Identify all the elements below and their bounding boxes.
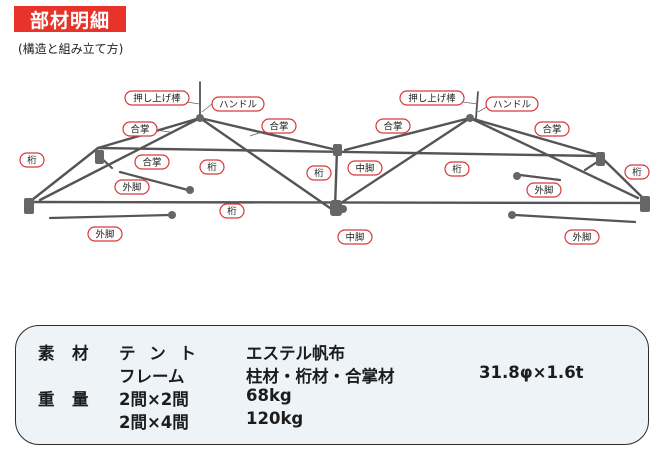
spec-tent-material: エステル帆布 bbox=[246, 344, 345, 363]
spec-panel: 素 材 テ ン ト エステル帆布 フレーム 柱材・桁材・合掌材 31.8φ×1.… bbox=[15, 325, 649, 445]
svg-text:桁: 桁 bbox=[27, 155, 37, 167]
svg-text:ハンドル: ハンドル bbox=[493, 100, 532, 111]
label-sotoashi-4: 外脚 bbox=[564, 229, 600, 245]
label-gassho-4: 合掌 bbox=[375, 118, 411, 134]
label-handle-left: ハンドル bbox=[211, 96, 265, 112]
label-gassho-1: 合掌 bbox=[122, 121, 158, 137]
label-nakabashira-1: 中脚 bbox=[347, 160, 383, 176]
svg-text:桁: 桁 bbox=[452, 164, 462, 176]
svg-text:押し上げ棒: 押し上げ棒 bbox=[408, 93, 456, 105]
label-sotoashi-2: 外脚 bbox=[87, 226, 123, 242]
label-nakabashira-2: 中脚 bbox=[337, 229, 373, 245]
svg-text:合掌: 合掌 bbox=[130, 124, 149, 136]
tent-frame-diagram: 押し上げ棒 ハンドル 合掌 合掌 合掌 桁 桁 桁 外脚 桁 外脚 中脚 中脚 … bbox=[19, 81, 650, 245]
svg-text:外脚: 外脚 bbox=[95, 229, 114, 241]
svg-text:ハンドル: ハンドル bbox=[219, 100, 258, 111]
svg-text:外脚: 外脚 bbox=[534, 185, 553, 197]
svg-text:桁: 桁 bbox=[632, 167, 642, 179]
label-keta-1: 桁 bbox=[19, 152, 45, 168]
frame-fittings bbox=[24, 114, 650, 219]
svg-text:合掌: 合掌 bbox=[142, 157, 161, 169]
svg-text:合掌: 合掌 bbox=[269, 121, 288, 133]
label-keta-6: 桁 bbox=[624, 164, 650, 180]
section-subtitle: (構造と組み立て方) bbox=[18, 42, 124, 56]
spec-size-2x2: 2間×2間 bbox=[119, 390, 189, 409]
spec-key-material-2: 材 bbox=[72, 344, 89, 363]
label-keta-2: 桁 bbox=[199, 159, 225, 175]
label-gassho-5: 合掌 bbox=[534, 121, 570, 137]
spec-frame-label: フレーム bbox=[119, 367, 185, 386]
svg-text:桁: 桁 bbox=[314, 168, 324, 180]
label-oshiagebo-right: 押し上げ棒 bbox=[399, 90, 465, 106]
label-keta-5: 桁 bbox=[444, 161, 470, 177]
spec-frame-material: 柱材・桁材・合掌材 bbox=[246, 367, 395, 386]
spec-tent-label: テ ン ト bbox=[119, 344, 200, 363]
label-sotoashi-3: 外脚 bbox=[526, 182, 562, 198]
svg-text:外脚: 外脚 bbox=[122, 182, 141, 194]
spec-weight-2x2: 68kg bbox=[246, 386, 292, 405]
spec-key-weight-2: 量 bbox=[72, 390, 89, 409]
svg-text:押し上げ棒: 押し上げ棒 bbox=[133, 93, 181, 105]
spec-key-material-1: 素 bbox=[38, 344, 55, 363]
spec-size-2x4: 2間×4間 bbox=[119, 413, 189, 432]
svg-text:桁: 桁 bbox=[207, 162, 217, 174]
section-title: 部材明細 bbox=[14, 6, 126, 32]
spec-frame-dimension: 31.8φ×1.6t bbox=[479, 363, 584, 382]
svg-text:中脚: 中脚 bbox=[345, 232, 364, 244]
svg-text:合掌: 合掌 bbox=[383, 121, 402, 133]
svg-text:中脚: 中脚 bbox=[355, 163, 374, 175]
label-oshiagebo-left: 押し上げ棒 bbox=[124, 90, 190, 106]
svg-text:外脚: 外脚 bbox=[572, 232, 591, 244]
label-keta-4: 桁 bbox=[219, 203, 245, 219]
label-gassho-3: 合掌 bbox=[134, 154, 170, 170]
frame-structure bbox=[30, 81, 647, 210]
label-sotoashi-1: 外脚 bbox=[114, 179, 150, 195]
svg-text:桁: 桁 bbox=[227, 206, 237, 218]
label-keta-3: 桁 bbox=[306, 165, 332, 181]
spec-weight-2x4: 120kg bbox=[246, 409, 304, 428]
svg-text:合掌: 合掌 bbox=[542, 124, 561, 136]
label-handle-right: ハンドル bbox=[485, 96, 539, 112]
spec-key-weight-1: 重 bbox=[38, 390, 55, 409]
label-gassho-2: 合掌 bbox=[261, 118, 297, 134]
